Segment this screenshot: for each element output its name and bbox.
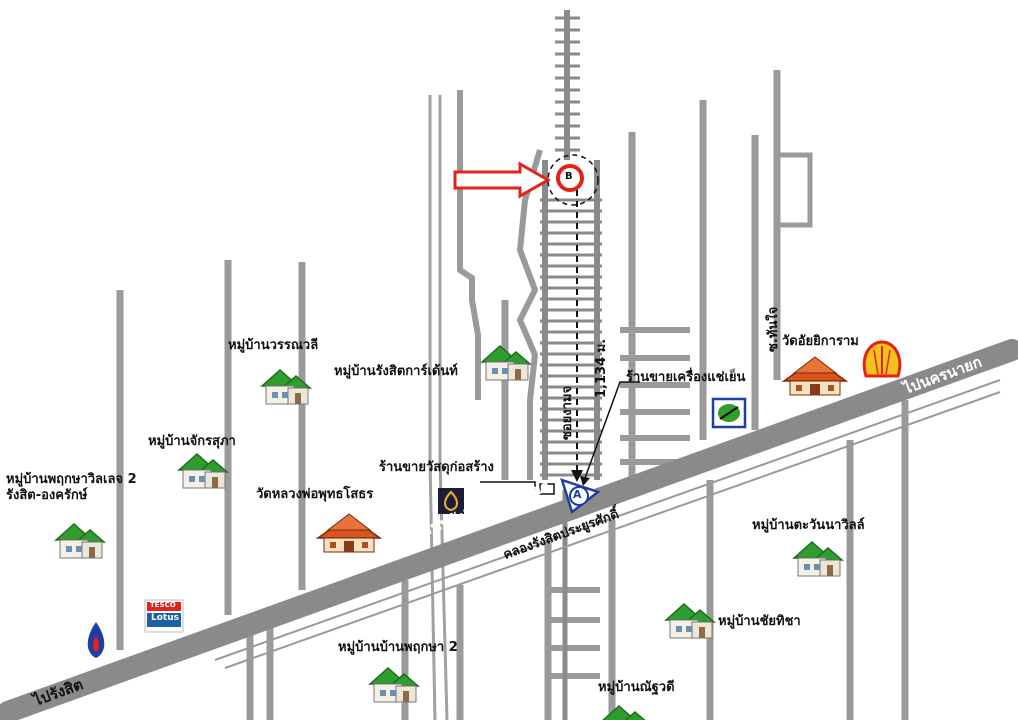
pointer-arrow (453, 161, 552, 199)
label-tawan: หมู่บ้านตะวันนาวิลล์ (752, 518, 865, 533)
label-hardware-store: ร้านขายวัสดุก่อสร้าง (379, 460, 494, 475)
distance-label: 1,134 ม. (594, 338, 609, 398)
label-wat-right: วัดอัยยิการาม (782, 334, 859, 349)
tesco-logo-text-top: TESCO (150, 601, 176, 609)
canal-line (214, 379, 1001, 661)
leader-arrowhead (580, 476, 590, 486)
label-wat-luang: วัดหลวงพ่อพุทธโสธร (256, 487, 374, 502)
double-road-right (438, 95, 449, 720)
point-b-letter: B (565, 171, 573, 182)
main-highway (0, 339, 1018, 720)
point-a-letter: A (573, 488, 582, 501)
label-pruksa-villa-line1: หมู่บ้านพฤกษาวิลเลจ 2 (6, 472, 137, 487)
soi-right-label: ซ.ทันใจ (766, 306, 781, 352)
point-a-circle (569, 486, 589, 506)
label-appliance-store: ร้านขายเครื่องแช่เย็น (626, 370, 746, 385)
tesco-logo-text-bottom: Lotus (151, 613, 179, 623)
point-b-ring (556, 164, 584, 192)
winding-road (457, 90, 481, 400)
loop-road (777, 152, 813, 228)
grid-road-bottom (550, 587, 600, 679)
winding-road-2 (516, 149, 543, 480)
leader-line (584, 381, 640, 479)
point-b-dashed-ring (547, 154, 599, 206)
leader-line (480, 481, 536, 490)
label-wannasri: หมู่บ้านวรรณวลี (228, 338, 319, 353)
distance-arrowhead (571, 470, 583, 482)
label-pruksa-villa: หมู่บ้านพฤกษาวิลเลจ 2 รังสิต-องครักษ์ (6, 472, 137, 505)
canal-line (224, 391, 1001, 669)
double-road-left (428, 95, 437, 720)
shell-logo (862, 340, 902, 378)
hardware-store-box (539, 483, 555, 495)
tesco-lotus-logo (144, 599, 184, 633)
label-chaisitcha: หมู่บ้านชัยทิชา (718, 614, 801, 629)
gas-station-icon (87, 622, 105, 658)
soi-left-label: ซอยงามจ (560, 385, 575, 440)
label-pruksa-villa-line2: รังสิต-องครักษ์ (6, 488, 88, 504)
label-rangsit-garden: หมู่บ้านรังสิตการ์เด้นท์ (334, 364, 458, 379)
green-station-logo (711, 397, 747, 429)
bank-logo (438, 488, 464, 514)
label-jaksuphan: หมู่บ้านจักรสุภา (148, 434, 236, 449)
label-nitchada: หมู่บ้านณัฐวดี (598, 680, 675, 695)
label-ban-pruksa2: หมู่บ้านบ้านพฤกษา 2 (338, 640, 458, 655)
railway (540, 10, 602, 480)
